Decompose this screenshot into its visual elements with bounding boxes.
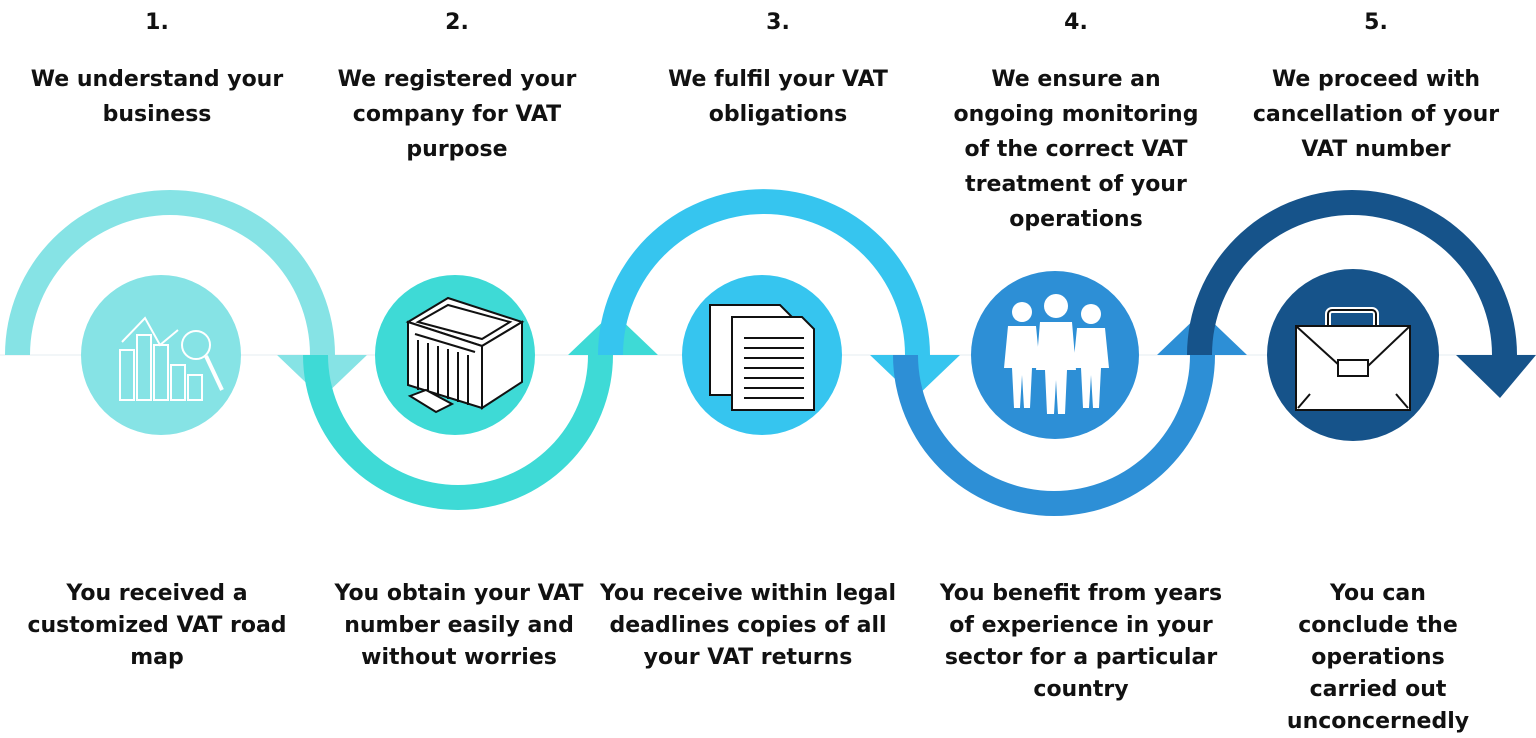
step-2-number: 2. bbox=[445, 10, 469, 35]
flow-arc-5 bbox=[1187, 190, 1517, 355]
step-3-number: 3. bbox=[766, 10, 790, 35]
step-4-title: We ensure an ongoing monitoring of the c… bbox=[953, 67, 1199, 232]
step-2-title: We registered your company for VAT purpo… bbox=[337, 67, 577, 162]
building-icon bbox=[405, 296, 525, 414]
step-5-number: 5. bbox=[1364, 10, 1388, 35]
step-4-description: You benefit from years of experience in … bbox=[939, 581, 1223, 702]
step-2-description: You obtain your VAT number easily and wi… bbox=[334, 581, 584, 670]
people-group-icon bbox=[1004, 294, 1109, 414]
briefcase-icon bbox=[1295, 307, 1411, 411]
step-1-description: You received a customized VAT road map bbox=[27, 581, 287, 670]
flow-arrow-5 bbox=[1456, 355, 1536, 398]
step-3-description: You receive within legal deadlines copie… bbox=[599, 581, 897, 670]
step-5-description: You can conclude the operations carried … bbox=[1286, 581, 1470, 734]
flow-arc-1 bbox=[5, 190, 335, 355]
step-1-title: We understand your business bbox=[30, 67, 284, 127]
chart-magnifier-icon bbox=[119, 316, 224, 401]
step-5-title: We proceed with cancellation of your VAT… bbox=[1252, 67, 1500, 162]
step-1-circle bbox=[81, 275, 241, 435]
step-3-title: We fulfil your VAT obligations bbox=[668, 67, 888, 127]
flow-arc-4 bbox=[893, 355, 1215, 516]
flow-arc-2 bbox=[303, 355, 613, 510]
documents-icon bbox=[709, 304, 815, 411]
step-1-number: 1. bbox=[145, 10, 169, 35]
step-4-number: 4. bbox=[1064, 10, 1088, 35]
flow-arc-3 bbox=[598, 189, 930, 355]
